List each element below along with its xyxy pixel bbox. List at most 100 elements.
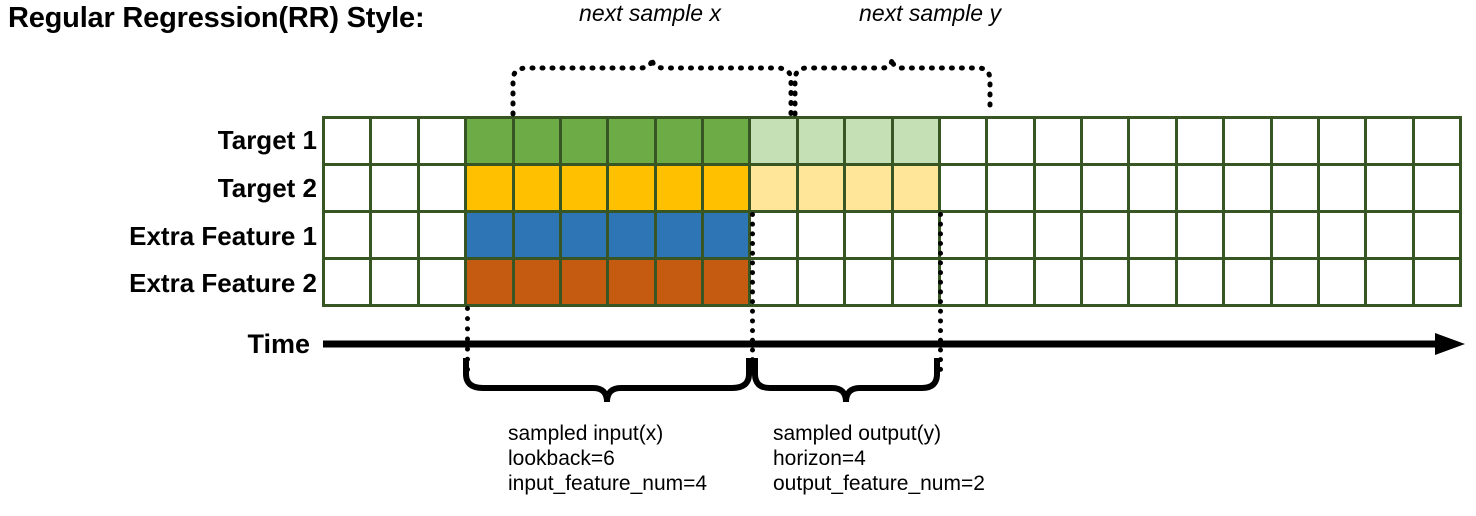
grid-cell-r2-c22 (1319, 166, 1365, 210)
grid-cell-r2-c17 (1083, 166, 1128, 210)
label-sampled-output: sampled output(y) horizon=4 output_featu… (773, 421, 985, 496)
grid-cell-r1-c24 (1414, 119, 1459, 163)
sampled-output-line-1: sampled output(y) (773, 422, 942, 445)
grid-cell-r1-c14 (940, 119, 986, 163)
grid-cell-r2-c10 (751, 166, 796, 210)
grid-cell-r4-c16 (1035, 260, 1080, 304)
grid-cell-r4-c1 (325, 260, 370, 304)
grid-cell-r4-c7 (609, 260, 654, 304)
grid-cell-r3-c1 (325, 213, 370, 257)
grid-cell-r4-c22 (1319, 260, 1365, 304)
grid-cell-r1-c9 (704, 119, 749, 163)
grid-cell-r2-c2 (372, 166, 417, 210)
label-next-sample-x: next sample x (579, 0, 721, 26)
grid-cell-r1-c12 (846, 119, 891, 163)
grid-cell-r2-c8 (656, 166, 701, 210)
grid-cell-r4-c9 (704, 260, 749, 304)
grid-cell-r1-c8 (656, 119, 701, 163)
grid-cell-r1-c5 (514, 119, 559, 163)
time-axis-arrow (323, 331, 1465, 357)
grid-cell-r2-c23 (1367, 166, 1412, 210)
grid-cell-r4-c14 (940, 260, 986, 304)
grid-cell-r4-c19 (1177, 260, 1223, 304)
grid-cell-r2-c20 (1225, 166, 1270, 210)
grid-cell-r4-c13 (893, 260, 938, 304)
grid-cell-r2-c15 (988, 166, 1033, 210)
grid-cell-r1-c20 (1225, 119, 1270, 163)
grid-cell-r2-c7 (609, 166, 654, 210)
grid-cell-r1-c3 (419, 119, 465, 163)
grid-cell-r3-c7 (609, 213, 654, 257)
grid-cell-r2-c19 (1177, 166, 1223, 210)
grid-cell-r3-c24 (1414, 213, 1459, 257)
guide-line-output-end (938, 212, 943, 372)
grid-cell-r1-c21 (1272, 119, 1317, 163)
grid-cell-r2-c6 (561, 166, 607, 210)
grid-cell-r3-c8 (656, 213, 701, 257)
label-sampled-input: sampled input(x) lookback=6 input_featur… (508, 421, 707, 496)
row-label-extra-feature-2: Extra Feature 2 (129, 268, 317, 298)
grid-cell-r3-c18 (1130, 213, 1175, 257)
grid-cell-r1-c23 (1367, 119, 1412, 163)
grid-cell-r3-c15 (988, 213, 1033, 257)
grid-cell-r4-c23 (1367, 260, 1412, 304)
grid-cell-r1-c15 (988, 119, 1033, 163)
grid-cell-r3-c4 (467, 213, 512, 257)
grid-cell-r1-c4 (467, 119, 512, 163)
grid-cell-r4-c3 (419, 260, 465, 304)
sampled-input-line-2: lookback=6 (508, 447, 615, 470)
grid-cell-r3-c19 (1177, 213, 1223, 257)
grid-cell-r2-c5 (514, 166, 559, 210)
brace-sampled-input (463, 358, 752, 412)
grid-cell-r3-c12 (846, 213, 891, 257)
time-axis-label: Time (247, 329, 310, 359)
grid-cell-r1-c22 (1319, 119, 1365, 163)
grid-cell-r2-c24 (1414, 166, 1459, 210)
brace-sampled-output (752, 358, 940, 412)
grid-cell-r1-c17 (1083, 119, 1128, 163)
timeline-grid (322, 116, 1462, 307)
grid-cell-r4-c2 (372, 260, 417, 304)
grid-cell-r3-c9 (704, 213, 749, 257)
grid-cell-r3-c21 (1272, 213, 1317, 257)
grid-cell-r4-c15 (988, 260, 1033, 304)
sampled-input-line-3: input_feature_num=4 (508, 472, 708, 495)
grid-cell-r1-c19 (1177, 119, 1223, 163)
row-label-extra-feature-1: Extra Feature 1 (129, 221, 317, 251)
grid-cell-r2-c18 (1130, 166, 1175, 210)
sampled-output-line-2: horizon=4 (773, 447, 866, 470)
grid-cell-r2-c4 (467, 166, 512, 210)
grid-cell-r1-c7 (609, 119, 654, 163)
grid-cell-r3-c22 (1319, 213, 1365, 257)
grid-cell-r1-c18 (1130, 119, 1175, 163)
grid-cell-r4-c18 (1130, 260, 1175, 304)
grid-cell-r2-c3 (419, 166, 465, 210)
grid-cell-r1-c13 (893, 119, 938, 163)
grid-cell-r4-c21 (1272, 260, 1317, 304)
grid-cell-r3-c16 (1035, 213, 1080, 257)
grid-cell-r1-c6 (561, 119, 607, 163)
grid-cell-r3-c11 (798, 213, 844, 257)
grid-cell-r4-c17 (1083, 260, 1128, 304)
grid-cell-r4-c10 (751, 260, 796, 304)
grid-cell-r3-c17 (1083, 213, 1128, 257)
row-label-target-2: Target 2 (217, 173, 317, 203)
grid-cell-r3-c6 (561, 213, 607, 257)
grid-cell-r1-c1 (325, 119, 370, 163)
grid-cell-r3-c2 (372, 213, 417, 257)
sampled-output-line-3: output_feature_num=2 (773, 472, 985, 495)
grid-cell-r2-c13 (893, 166, 938, 210)
grid-cell-r4-c24 (1414, 260, 1459, 304)
grid-cell-r2-c12 (846, 166, 891, 210)
grid-cell-r4-c8 (656, 260, 701, 304)
grid-cell-r1-c10 (751, 119, 796, 163)
grid-cell-r4-c11 (798, 260, 844, 304)
grid-cell-r4-c12 (846, 260, 891, 304)
row-label-target-1: Target 1 (217, 125, 317, 155)
grid-cell-r1-c16 (1035, 119, 1080, 163)
grid-cell-r2-c14 (940, 166, 986, 210)
sampled-input-line-1: sampled input(x) (508, 422, 664, 445)
guide-line-input-end (750, 212, 755, 372)
page-title: Regular Regression(RR) Style: (8, 2, 425, 34)
grid-cell-r2-c1 (325, 166, 370, 210)
